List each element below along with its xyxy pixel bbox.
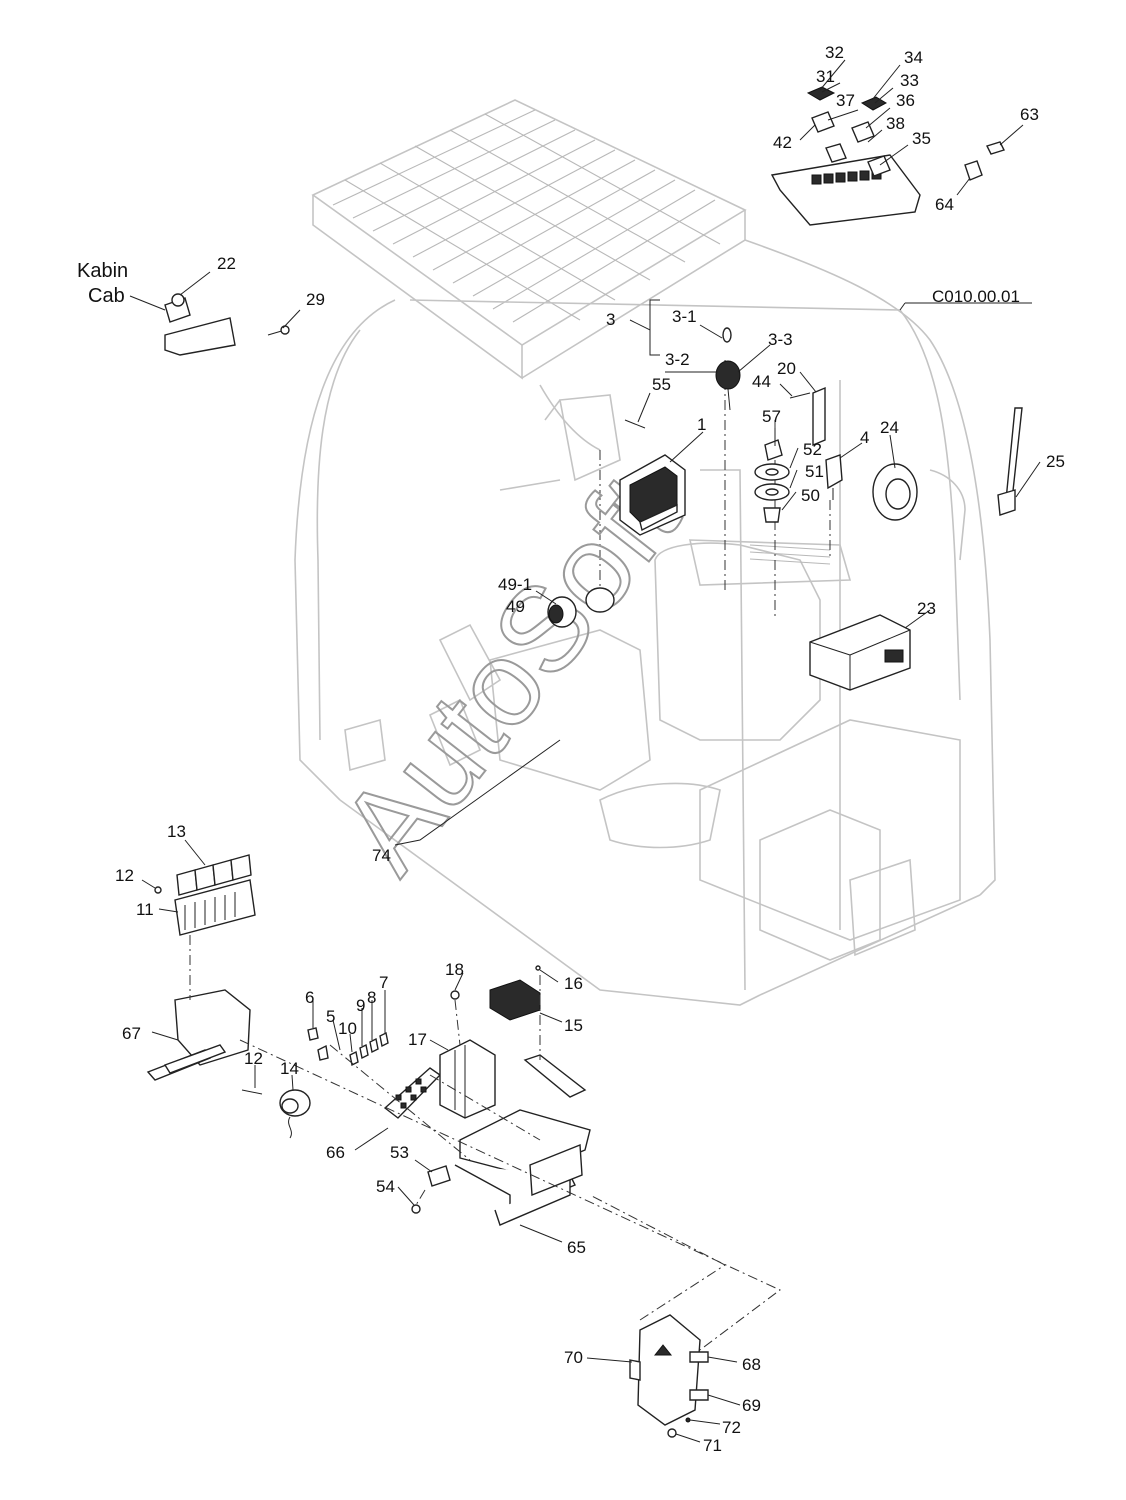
cab-label-cab: Cab xyxy=(88,285,125,307)
callout-44: 44 xyxy=(752,372,771,391)
callout-38: 38 xyxy=(886,114,905,133)
radio-unit xyxy=(809,614,911,691)
callout-53: 53 xyxy=(390,1143,409,1162)
callout-10: 10 xyxy=(338,1019,357,1038)
main-bracket-65 xyxy=(454,1109,591,1226)
figure-reference: C010.00.01 xyxy=(932,287,1020,306)
controller-17 xyxy=(439,1039,496,1119)
relay-53 xyxy=(427,1165,451,1187)
callout-49-1: 49-1 xyxy=(498,575,532,594)
callout-71: 71 xyxy=(703,1436,722,1455)
callout-24: 24 xyxy=(880,418,899,437)
fuse-plate xyxy=(307,1027,442,1119)
callout-3-3: 3-3 xyxy=(768,330,793,349)
callout-6: 6 xyxy=(305,988,314,1007)
screw-54 xyxy=(411,1204,421,1214)
cab-mount-bracket xyxy=(164,293,290,356)
callout-25: 25 xyxy=(1046,452,1065,471)
switch-panel-group xyxy=(770,86,1005,226)
callout-31: 31 xyxy=(816,67,835,86)
switch-20 xyxy=(812,386,826,447)
buzzer xyxy=(241,1089,311,1139)
callout-16: 16 xyxy=(564,974,583,993)
callout-3: 3 xyxy=(606,310,615,329)
resistor-15 xyxy=(450,965,587,1098)
callout-51: 51 xyxy=(805,462,824,481)
callout-15: 15 xyxy=(564,1016,583,1035)
callout-64: 64 xyxy=(935,195,954,214)
callout-18: 18 xyxy=(445,960,464,979)
callout-3-2: 3-2 xyxy=(665,350,690,369)
callout-35: 35 xyxy=(912,129,931,148)
callout-69: 69 xyxy=(742,1396,761,1415)
callout-14: 14 xyxy=(280,1059,299,1078)
callout-34: 34 xyxy=(904,48,923,67)
callout-23: 23 xyxy=(917,599,936,618)
callout-32: 32 xyxy=(825,43,844,62)
callout-17: 17 xyxy=(408,1030,427,1049)
callout-70: 70 xyxy=(564,1348,583,1367)
callout-4: 4 xyxy=(860,428,869,447)
callout-49: 49 xyxy=(506,597,525,616)
callout-57: 57 xyxy=(762,407,781,426)
callout-5: 5 xyxy=(326,1007,335,1026)
callout-12-upper: 12 xyxy=(115,866,134,885)
callout-33: 33 xyxy=(900,71,919,90)
antenna xyxy=(997,407,1023,516)
callout-3-1: 3-1 xyxy=(672,307,697,326)
callout-11: 11 xyxy=(136,900,154,919)
callout-42: 42 xyxy=(773,133,792,152)
callout-63: 63 xyxy=(1020,105,1039,124)
relay-block xyxy=(154,854,256,936)
callout-20: 20 xyxy=(777,359,796,378)
callout-12-lower: 12 xyxy=(244,1049,263,1068)
callout-9: 9 xyxy=(356,996,365,1015)
callout-1: 1 xyxy=(697,415,706,434)
horn xyxy=(547,587,615,628)
bracket-67 xyxy=(146,989,251,1081)
callout-37: 37 xyxy=(836,91,855,110)
screw-55 xyxy=(624,419,646,429)
callout-36: 36 xyxy=(896,91,915,110)
cab-label-kabin: Kabin xyxy=(77,260,128,282)
control-unit-70 xyxy=(629,1314,709,1438)
callout-50: 50 xyxy=(801,486,820,505)
speaker xyxy=(872,463,918,521)
callout-52: 52 xyxy=(803,440,822,459)
callout-66: 66 xyxy=(326,1143,345,1162)
leader-lines xyxy=(129,59,1041,1443)
callout-68: 68 xyxy=(742,1355,761,1374)
assembly-lines xyxy=(189,935,781,1351)
callout-74: 74 xyxy=(372,846,391,865)
callout-labels: 32 31 34 33 37 36 42 38 35 63 64 Kabin C… xyxy=(77,43,1065,1455)
callout-13: 13 xyxy=(167,822,186,841)
socket-parts xyxy=(754,439,843,523)
callout-8: 8 xyxy=(367,988,376,1007)
callout-65: 65 xyxy=(567,1238,586,1257)
callout-54: 54 xyxy=(376,1177,395,1196)
callout-67: 67 xyxy=(122,1024,141,1043)
ignition-switch xyxy=(715,327,741,411)
screw-44 xyxy=(789,392,811,399)
callout-29: 29 xyxy=(306,290,325,309)
callout-72: 72 xyxy=(722,1418,741,1437)
callout-7: 7 xyxy=(379,973,388,992)
callout-55: 55 xyxy=(652,375,671,394)
cab-frame-outline xyxy=(294,99,996,1006)
display-monitor xyxy=(619,454,686,536)
callout-22: 22 xyxy=(217,254,236,273)
